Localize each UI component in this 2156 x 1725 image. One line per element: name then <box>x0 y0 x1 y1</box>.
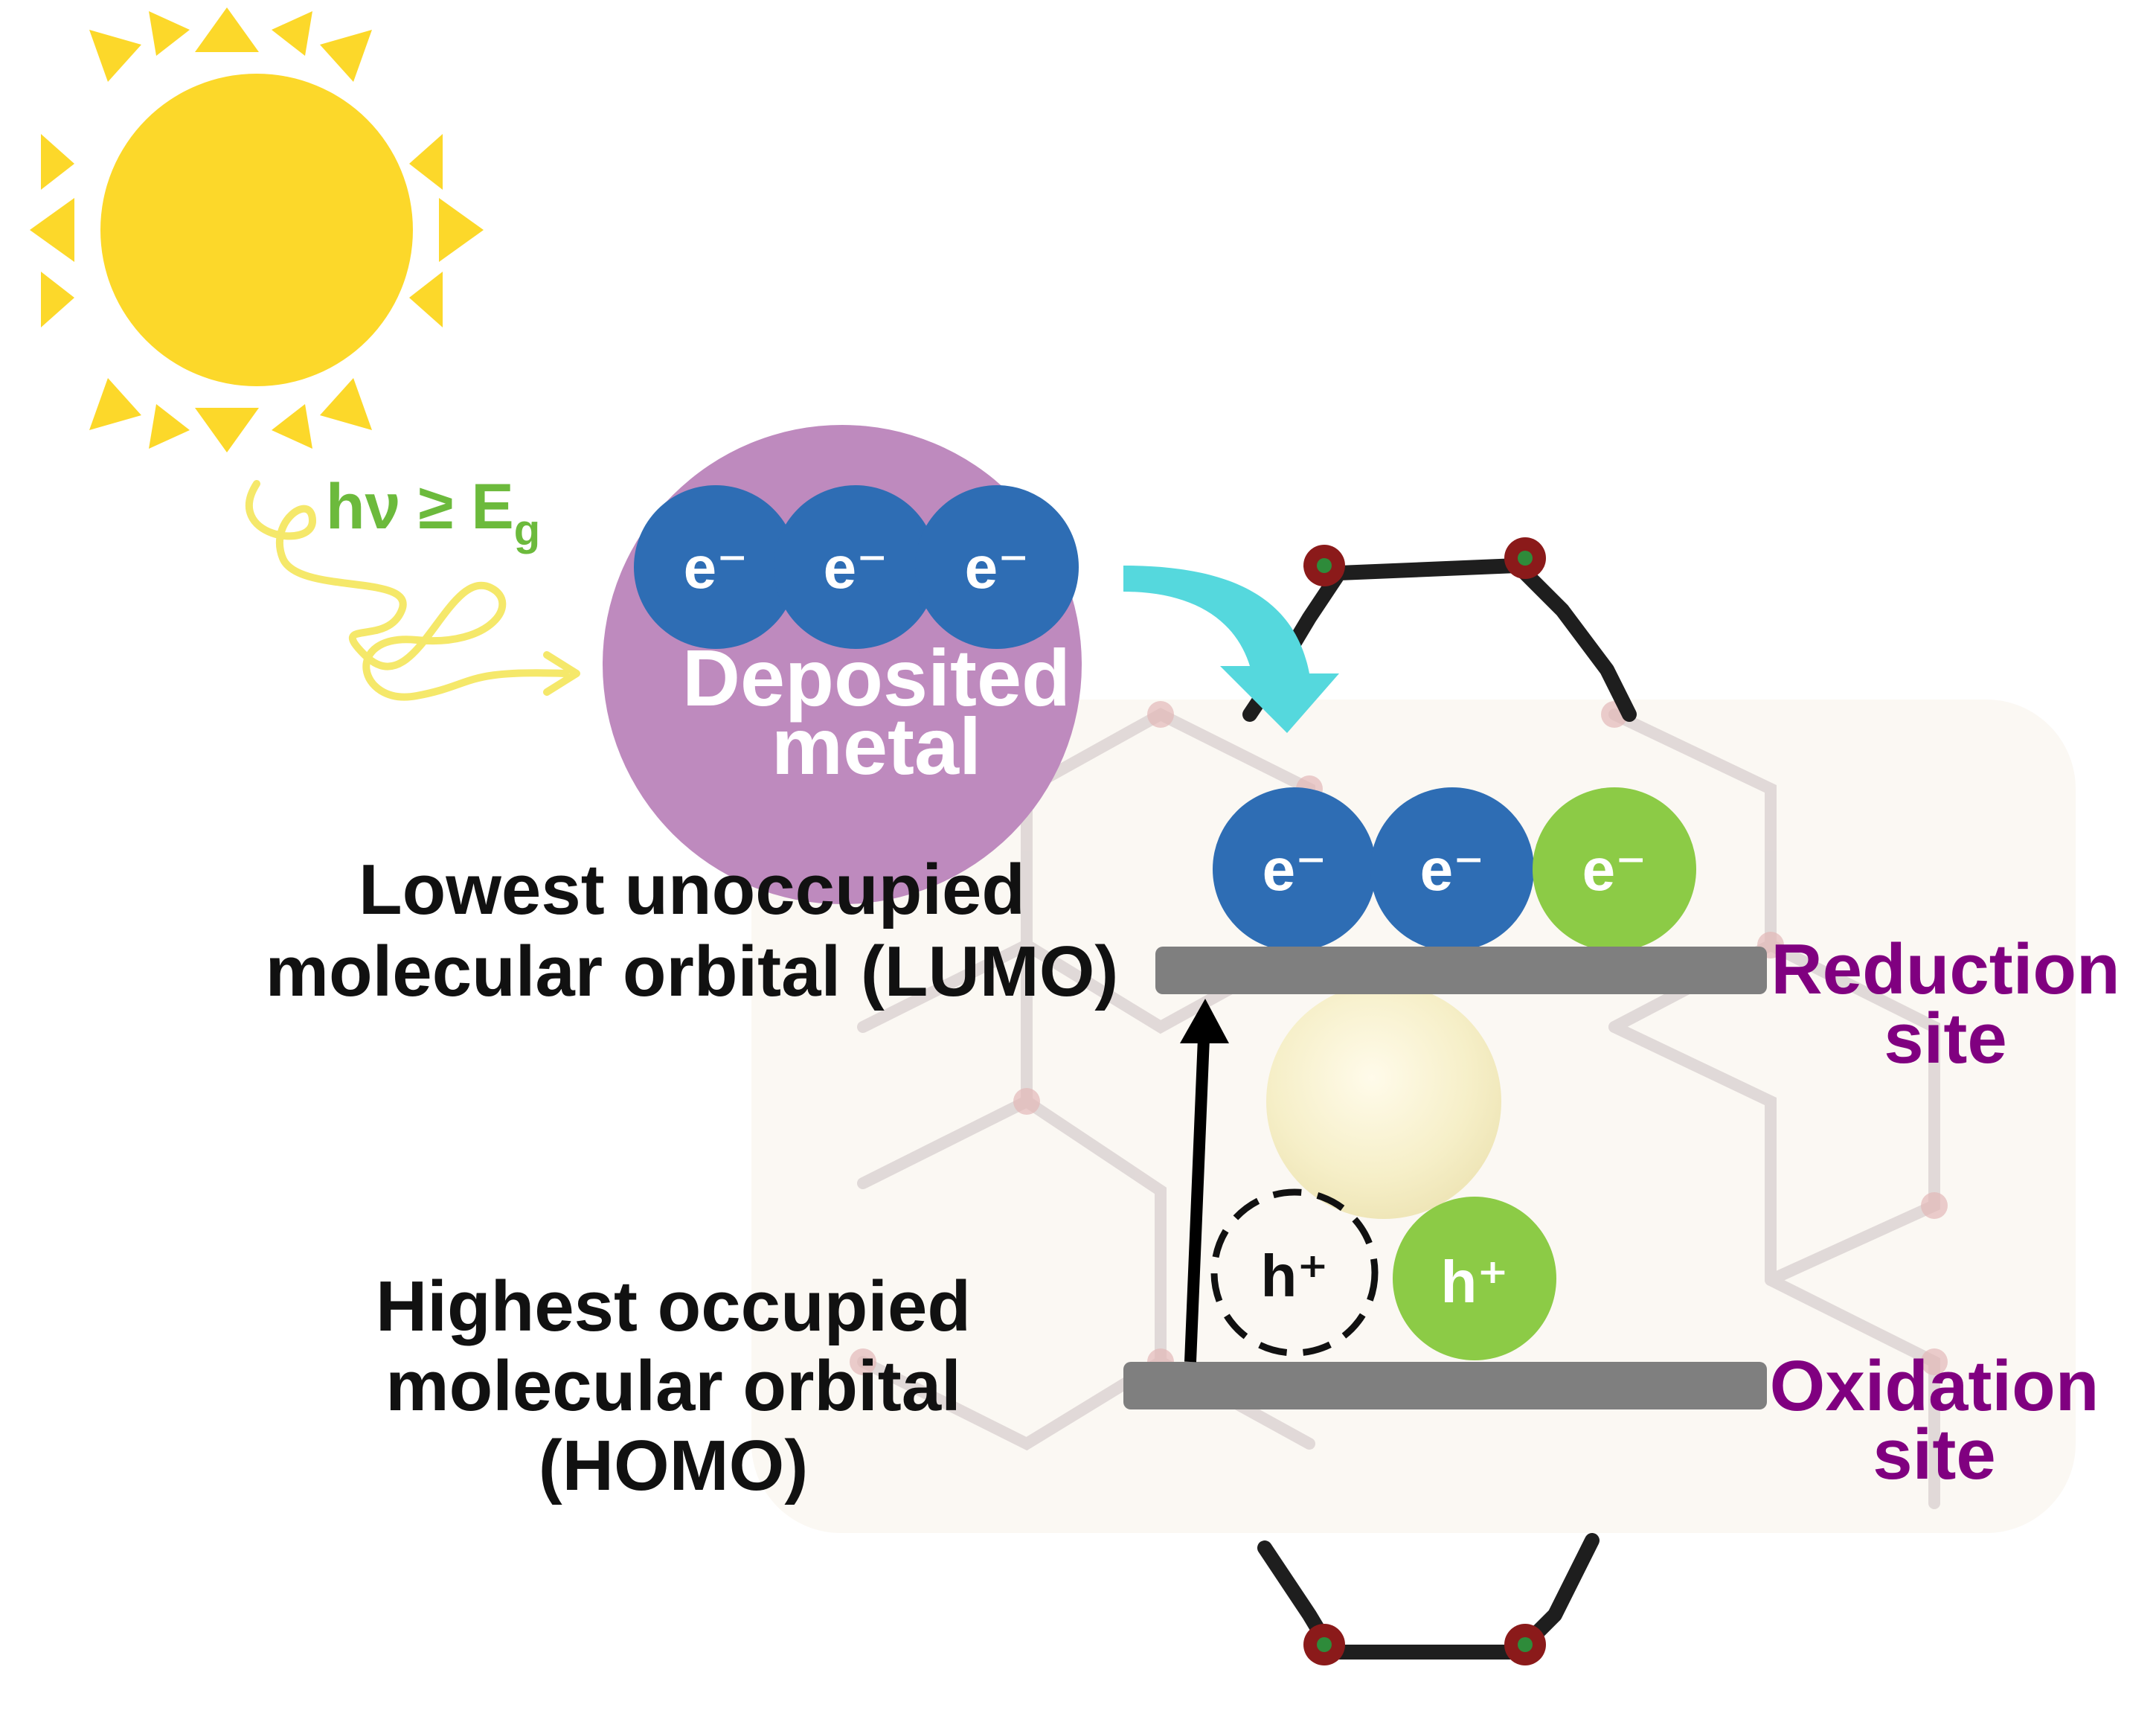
metal-label-line2: metal <box>771 701 981 791</box>
lumo-electron <box>1213 787 1376 951</box>
metal-electron <box>774 485 937 649</box>
framework-core-sphere <box>1266 984 1501 1219</box>
lumo-label-line1: Lowest unoccupied <box>359 850 1025 929</box>
lumo-electron-group: e⁻ e⁻ e⁻ <box>1213 787 1696 951</box>
electron-transfer-arrow <box>1123 566 1339 733</box>
metal-electron-label: e⁻ <box>824 534 888 601</box>
oxidation-site-line1: Oxidation <box>1770 1346 2099 1426</box>
metal-electron <box>634 485 798 649</box>
mof-framework-edges <box>1242 537 1637 1665</box>
hole-label: h⁺ <box>1440 1249 1508 1315</box>
vacated-hole <box>1210 1188 1379 1357</box>
homo-label-line2: molecular orbital <box>385 1346 961 1426</box>
lumo-electron <box>1370 787 1534 951</box>
metal-electron-label: e⁻ <box>684 534 748 601</box>
metal-node-cluster <box>1303 537 1546 1665</box>
metal-electron-label: e⁻ <box>965 534 1030 601</box>
excitation-arrow <box>1180 999 1229 1363</box>
vacated-hole-label: h⁺ <box>1260 1243 1328 1309</box>
photon-wave-arrow <box>246 480 580 701</box>
reduction-site-line1: Reduction <box>1771 929 2120 1009</box>
lumo-electron-label: e⁻ <box>1263 836 1327 903</box>
metal-electron <box>915 485 1079 649</box>
photoexcited-electron-label: e⁻ <box>1582 836 1647 903</box>
sun-icon <box>30 7 484 452</box>
lumo-band <box>1155 947 1767 994</box>
photon-energy-label: hν ≥ Eg <box>326 471 540 554</box>
metal-label-line1: Deposited <box>682 633 1071 723</box>
lumo-electron-label: e⁻ <box>1420 836 1485 903</box>
lumo-label-line2: molecular orbital (LUMO) <box>266 932 1119 1011</box>
homo-band <box>1123 1362 1767 1409</box>
hole <box>1393 1197 1556 1360</box>
metal-electron-group: e⁻ e⁻ e⁻ <box>634 485 1079 649</box>
oxidation-site-line2: site <box>1873 1415 1995 1494</box>
reduction-site-line2: site <box>1884 999 2006 1078</box>
photoexcited-electron <box>1533 787 1696 951</box>
homo-label-line3: (HOMO) <box>539 1426 809 1505</box>
homo-label-line1: Highest occupied <box>376 1267 971 1346</box>
